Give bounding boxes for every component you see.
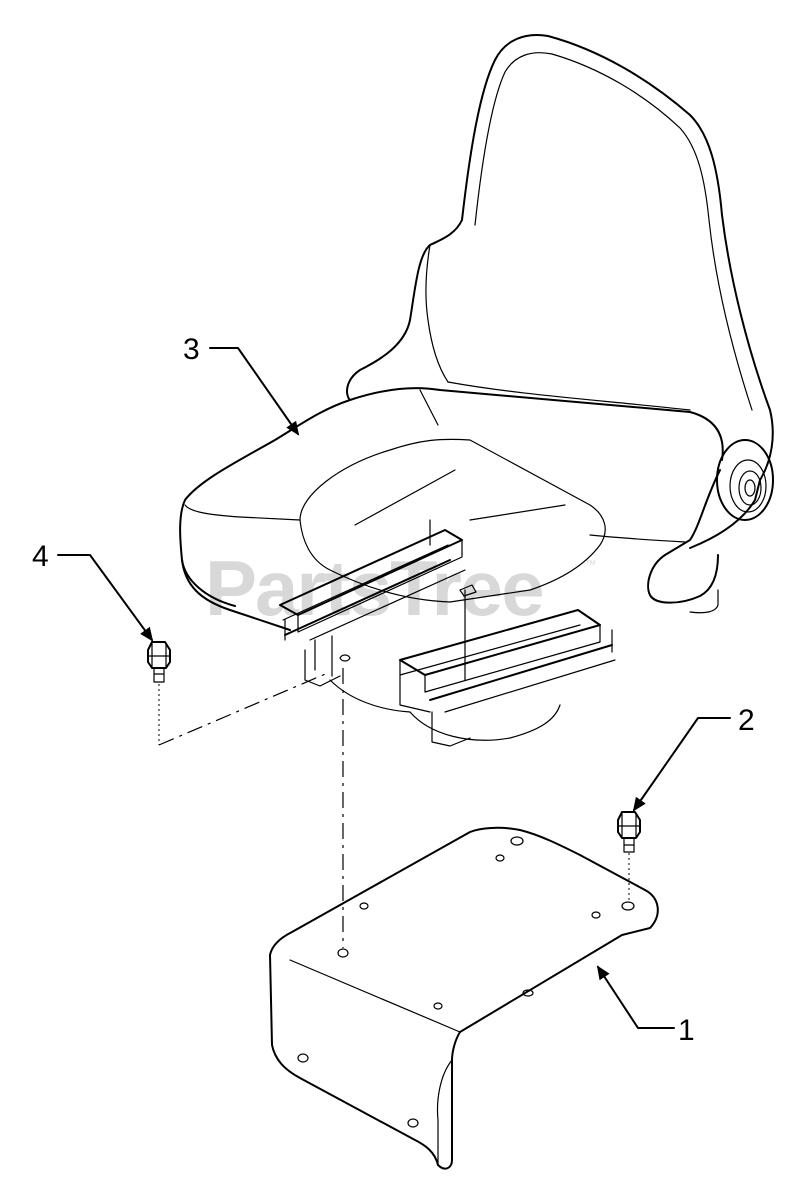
- seat-rail-right: [399, 589, 616, 747]
- seat-rail-left: [279, 519, 466, 687]
- callout-leader-1: [596, 965, 675, 1029]
- bracket-front-face: [269, 954, 453, 1170]
- seat-backrest: [461, 34, 774, 549]
- bolt-right: [617, 811, 641, 853]
- callout-number-2: 2: [738, 704, 755, 737]
- recline-knob: [716, 439, 774, 521]
- watermark-trademark: ™: [585, 559, 596, 571]
- mounting-bracket: [269, 826, 659, 1170]
- callout-3: 3: [183, 333, 300, 436]
- seat: [179, 34, 774, 747]
- callout-2: 2: [632, 704, 755, 812]
- bracket-holes: [297, 836, 635, 1128]
- callout-number-4: 4: [32, 540, 49, 573]
- callout-number-3: 3: [183, 333, 200, 366]
- assembly-lines: [158, 668, 630, 948]
- callout-1: 1: [596, 965, 695, 1047]
- callout-leader-3: [209, 347, 300, 436]
- bracket-top-plate: [269, 826, 659, 1061]
- callout-leader-2: [632, 717, 731, 812]
- bolt-left: [147, 641, 171, 683]
- callout-leader-4: [57, 554, 154, 642]
- callout-number-1: 1: [678, 1014, 695, 1047]
- callout-4: 4: [32, 540, 154, 642]
- seat-pad: [299, 438, 606, 603]
